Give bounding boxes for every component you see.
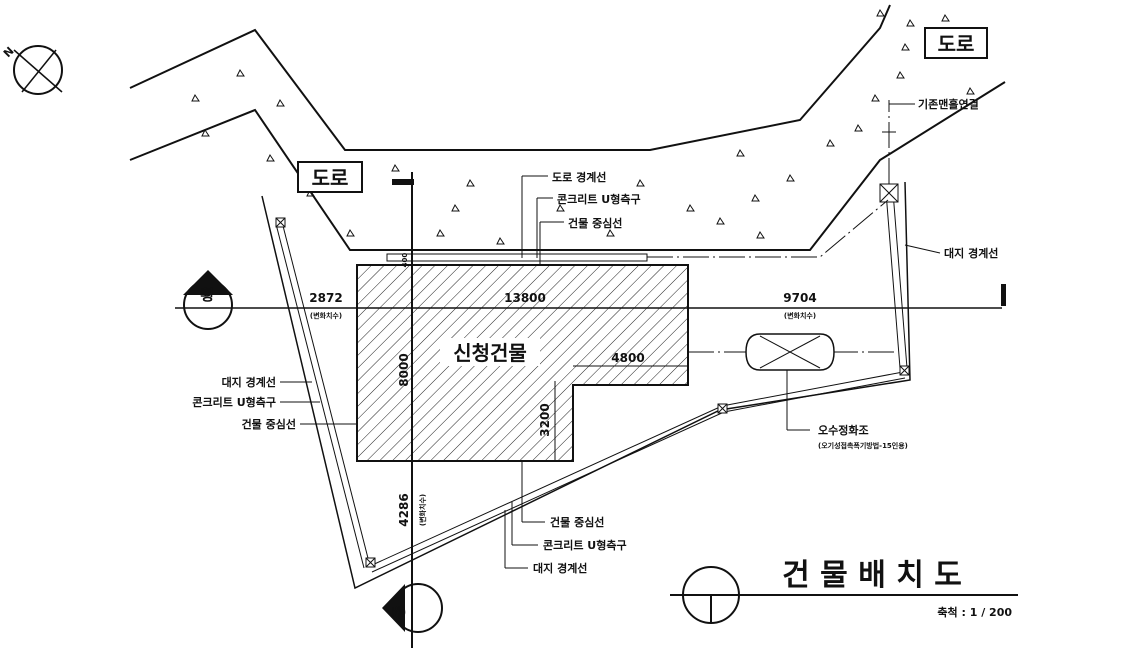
svg-text:도로: 도로 [938,32,975,56]
road-label-right: 도로 [924,27,988,59]
dimension-lines [280,103,941,569]
title-block: 건 물 배 치 도 축척 : 1 / 200 [670,558,1018,624]
callout-road-boundary: 도로 경계선 [552,170,606,184]
section-marker-transverse: 횡 [183,270,233,330]
svg-text:종: 종 [392,605,408,618]
dim-height: 8000 [397,353,411,386]
svg-text:N: N [1,44,17,60]
dim-bottom-note: (변화치수) [418,494,427,526]
dim-left-note: (변화치수) [310,311,342,320]
dim-left: 2872 [309,291,342,305]
road-area [129,4,1006,251]
callout-septic-note: (오기성접촉폭기방법-15인용) [818,441,908,450]
svg-text:도로: 도로 [312,166,349,190]
callout-u-ditch-left: 콘크리트 U형측구 [192,395,276,409]
building-label: 신청건물 [453,341,527,365]
scale: 축척 : 1 / 200 [937,605,1012,619]
callout-u-ditch-bottom: 콘크리트 U형측구 [543,538,627,552]
dim-bottom: 4286 [397,493,411,526]
gravel-marks [191,9,975,245]
dim-width: 13800 [504,291,546,305]
callout-center-left: 건물 중심선 [242,417,296,431]
dim-right: 9704 [783,291,816,305]
callout-site-boundary-bottom: 대지 경계선 [533,561,587,575]
dim-top-small: 400 [401,253,409,268]
section-marker-longitudinal: 종 [382,583,443,633]
callout-u-ditch-top: 콘크리트 U형측구 [557,192,641,206]
road-label-left: 도로 [297,161,363,193]
building-label-box [440,338,540,366]
callout-center-bottom: 건물 중심선 [550,515,604,529]
dim-inset: 4800 [611,351,644,365]
sewer-lines [647,100,895,353]
callout-septic-tank: 오수정화조 [818,423,869,437]
title: 건 물 배 치 도 [782,558,962,593]
north-arrow: N [1,44,63,95]
callout-center-top: 건물 중심선 [568,216,622,230]
catch-basins [275,183,910,568]
dim-right-note: (변화치수) [784,311,816,320]
svg-text:횡: 횡 [200,286,214,304]
callout-site-boundary-right: 대지 경계선 [944,246,998,260]
callout-existing-manhole: 기존맨홀연결 [918,97,979,111]
centerlines [175,172,1006,648]
septic-tank [745,333,835,371]
callout-site-boundary-left: 대지 경계선 [222,375,276,389]
dim-notch: 3200 [538,403,552,436]
